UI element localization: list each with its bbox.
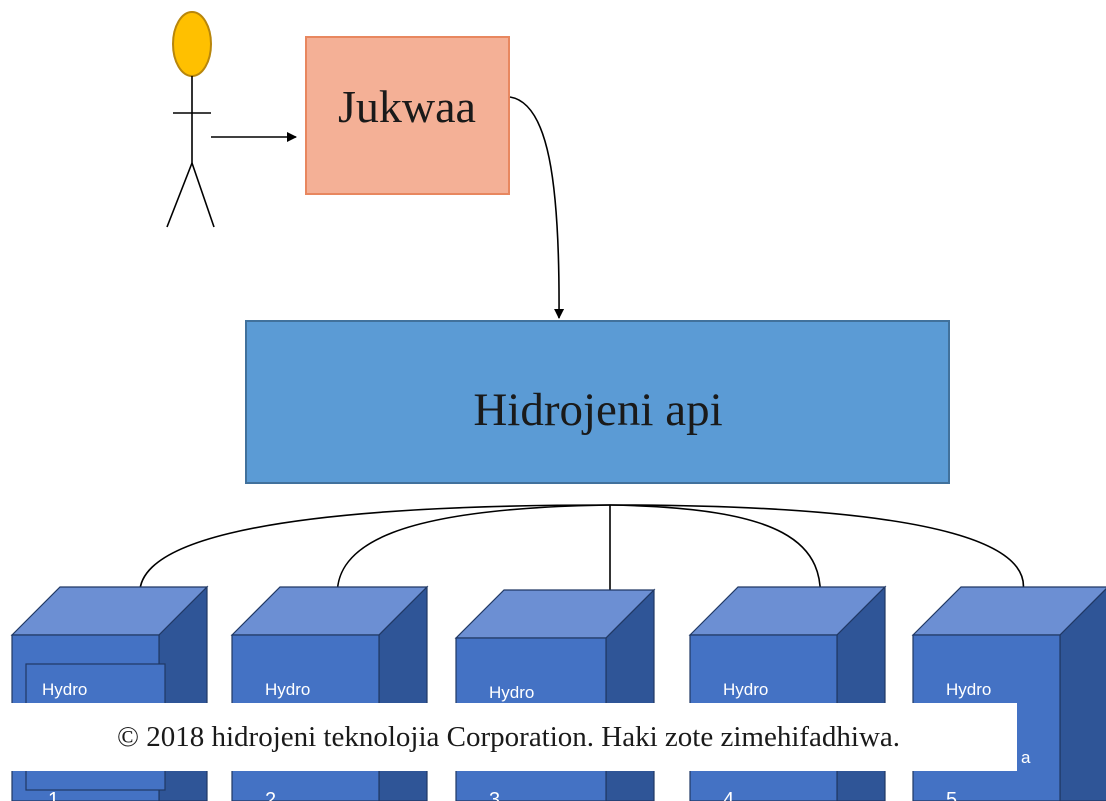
node-title: Hydro (265, 680, 310, 699)
platform-box: Jukwaa (305, 36, 510, 195)
user-left-leg (166, 162, 193, 228)
node-number: 2 (265, 789, 276, 801)
api-to-node-arrows (136, 504, 1025, 613)
platform-rect (305, 36, 510, 195)
user-icon (166, 11, 215, 228)
node-subtitle: a (1021, 748, 1031, 767)
node-number: 1 (48, 789, 59, 801)
api-to-node-2-arrow (332, 504, 611, 613)
platform-label: Jukwaa (338, 81, 476, 132)
node-title: Hydro (489, 683, 534, 702)
api-rect (245, 320, 950, 484)
node-number: 3 (489, 789, 500, 801)
api-to-node-5-arrow (609, 504, 1025, 613)
node-title: Hydro (42, 680, 87, 699)
node-number: 5 (946, 789, 957, 801)
node-title: Hydro (723, 680, 768, 699)
footer-band (0, 703, 1017, 771)
user-right-leg (191, 162, 215, 228)
copyright-notice: © 2018 hidrojeni teknolojia Corporation.… (116, 720, 901, 753)
node-number: 4 (723, 789, 734, 801)
api-to-node-1-arrow (136, 504, 611, 613)
node-title: Hydro (946, 680, 991, 699)
platform-to-api-arrow (509, 96, 565, 319)
api-box: Hidrojeni api (245, 320, 950, 484)
api-to-node-4-arrow (609, 504, 826, 613)
api-label: Hidrojeni api (473, 384, 722, 436)
user-head (172, 11, 212, 77)
